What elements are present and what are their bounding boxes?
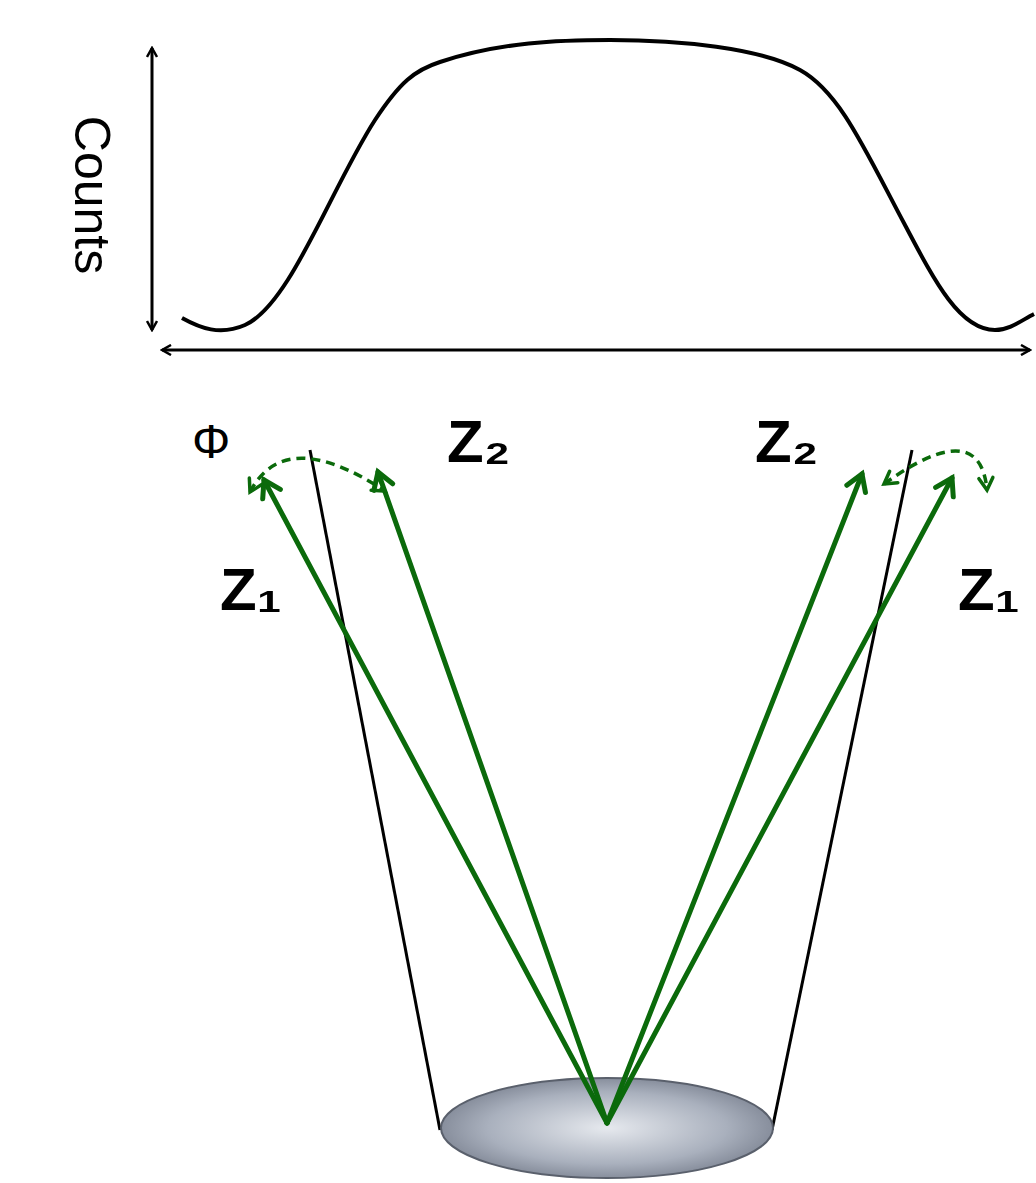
ray-z1 [264,480,607,1123]
count-axis [151,48,154,330]
angle-symbol: Φ [192,418,230,466]
angle-arc [250,458,385,492]
ray-z2 [607,474,862,1123]
ray-z2 [378,472,607,1123]
ray-label: Z₂ [755,412,818,472]
axis-title: Counts [67,116,117,274]
count-profile [182,40,1034,330]
angle-arc [884,451,987,490]
cone-edge [772,450,912,1130]
ray-label: Z₁ [958,560,1019,620]
ray-label: Z₂ [447,412,510,472]
cone-edge [310,450,440,1130]
ray-z1 [607,478,952,1123]
ray-label: Z₁ [220,560,281,620]
angle-axis [162,349,1030,352]
sample-disc [441,1078,773,1178]
